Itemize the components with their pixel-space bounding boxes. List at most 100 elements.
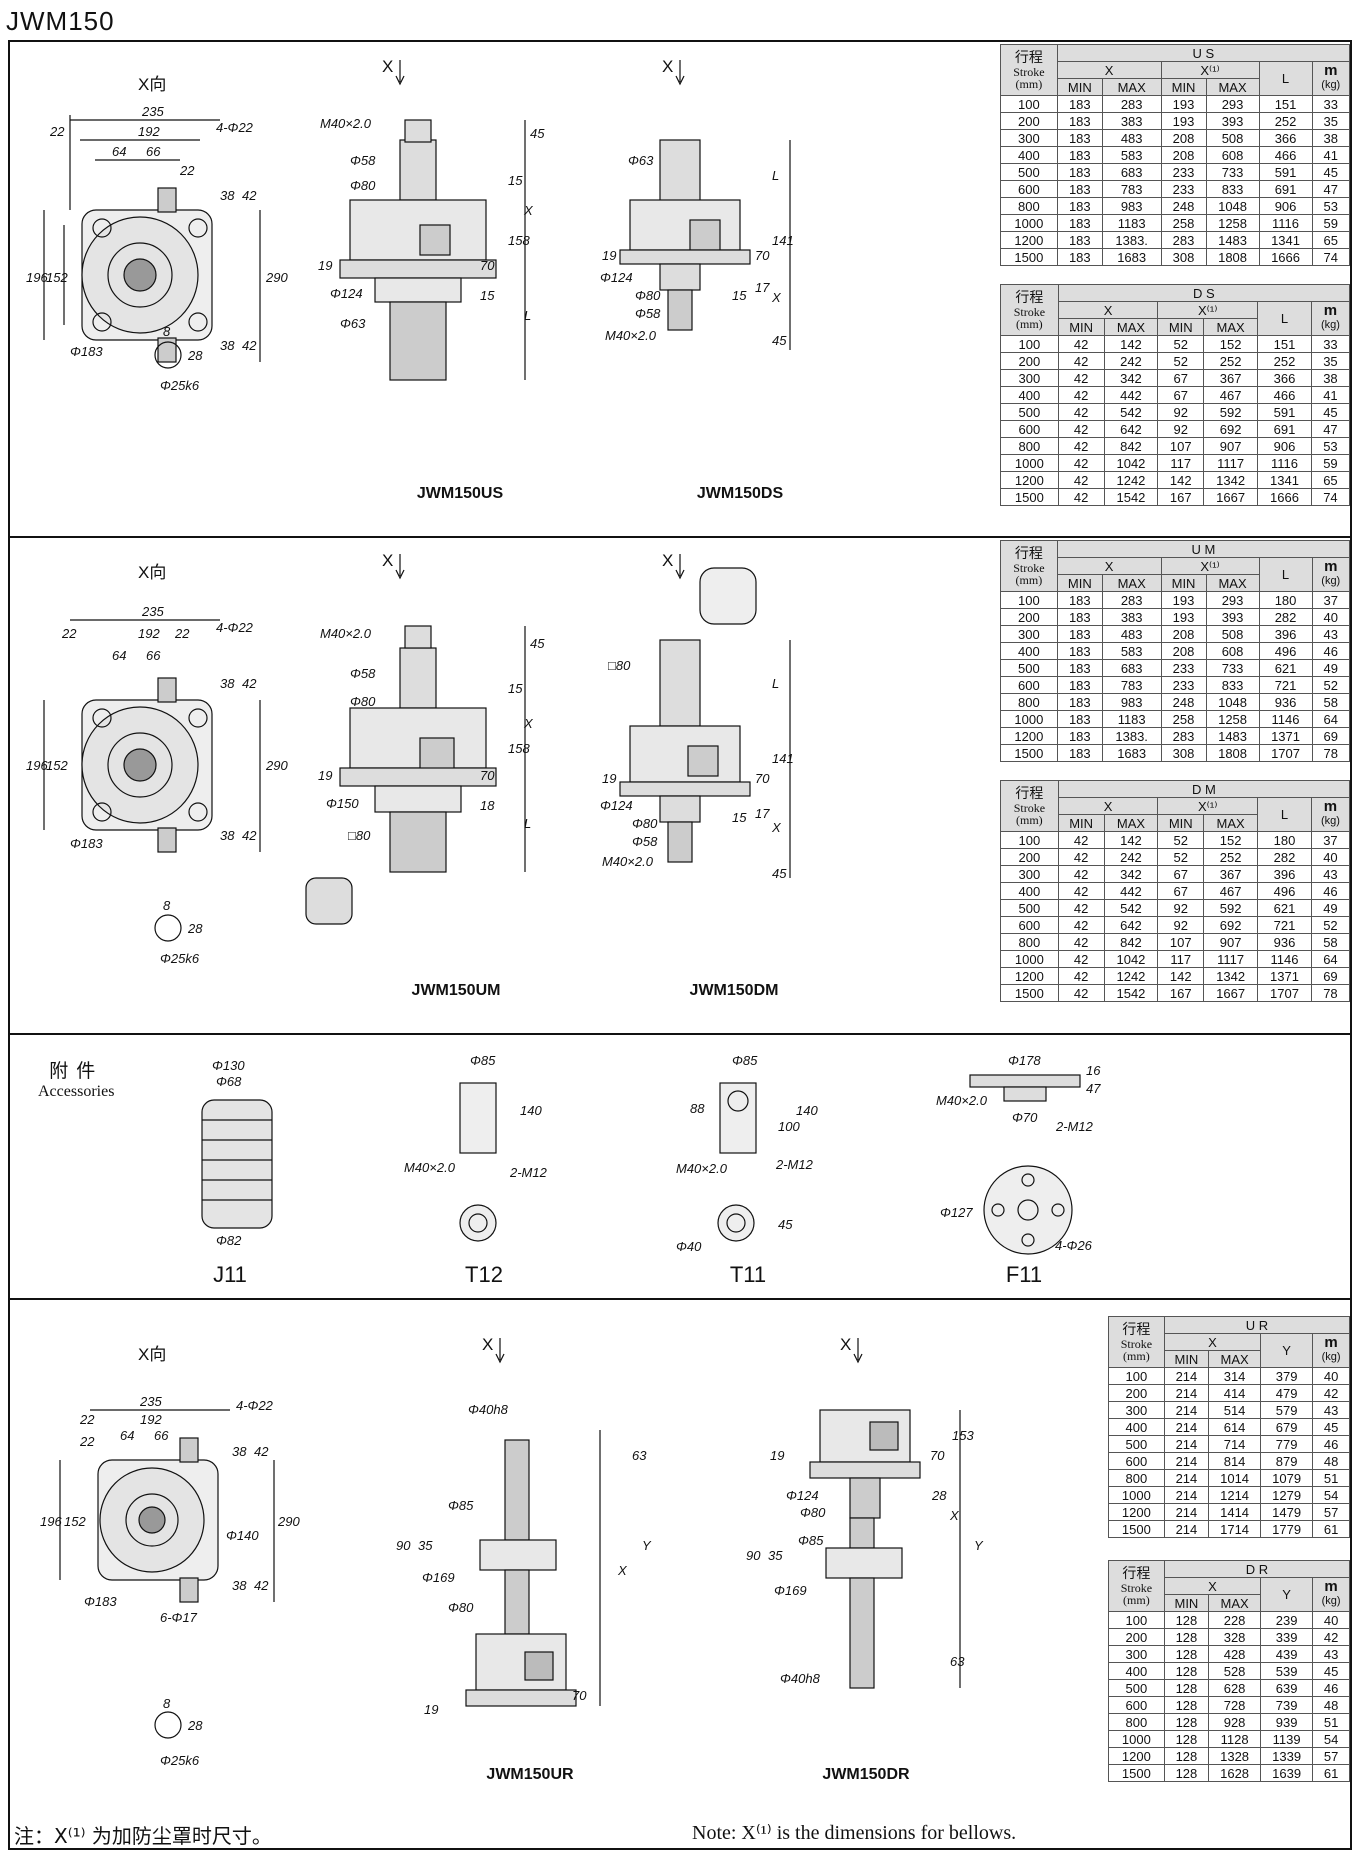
svg-text:141: 141 xyxy=(772,233,794,248)
svg-text:6-Φ17: 6-Φ17 xyxy=(160,1610,198,1625)
svg-text:Φ169: Φ169 xyxy=(422,1570,455,1585)
svg-text:42: 42 xyxy=(242,188,257,203)
caption-ur: JWM150UR xyxy=(486,1766,574,1783)
svg-text:152: 152 xyxy=(46,270,68,285)
svg-text:28: 28 xyxy=(187,348,203,363)
svg-text:70: 70 xyxy=(480,768,495,783)
svg-text:8: 8 xyxy=(163,898,171,913)
svg-text:42: 42 xyxy=(254,1444,269,1459)
svg-text:290: 290 xyxy=(265,758,288,773)
type-header: D R xyxy=(1163,1560,1351,1578)
svg-text:196: 196 xyxy=(26,758,48,773)
svg-text:Φ58: Φ58 xyxy=(350,666,376,681)
svg-text:70: 70 xyxy=(930,1448,945,1463)
svg-text:100: 100 xyxy=(778,1119,800,1134)
caption-us: JWM150US xyxy=(416,485,504,502)
svg-text:Φ130: Φ130 xyxy=(212,1058,245,1073)
caption-um: JWM150UM xyxy=(411,982,501,999)
svg-text:M40×2.0: M40×2.0 xyxy=(320,116,372,131)
svg-text:X: X xyxy=(662,60,673,76)
caption-f11: F11 xyxy=(1005,1262,1043,1287)
svg-text:47: 47 xyxy=(1086,1081,1101,1096)
svg-text:Φ80: Φ80 xyxy=(635,288,661,303)
svg-text:Φ80: Φ80 xyxy=(350,694,376,709)
svg-text:17: 17 xyxy=(755,280,770,295)
svg-text:290: 290 xyxy=(265,270,288,285)
svg-text:38: 38 xyxy=(232,1444,247,1459)
svg-text:X: X xyxy=(482,1335,493,1354)
svg-text:M40×2.0: M40×2.0 xyxy=(605,328,657,343)
svg-text:16: 16 xyxy=(1086,1063,1101,1078)
svg-text:42: 42 xyxy=(254,1578,269,1593)
svg-text:38: 38 xyxy=(232,1578,247,1593)
svg-text:Φ150: Φ150 xyxy=(326,796,359,811)
svg-text:Φ178: Φ178 xyxy=(1008,1053,1041,1068)
svg-text:L: L xyxy=(772,168,779,183)
svg-text:192: 192 xyxy=(138,626,160,641)
svg-text:19: 19 xyxy=(318,768,332,783)
svg-text:22: 22 xyxy=(79,1434,95,1449)
svg-text:22: 22 xyxy=(49,124,65,139)
note-english: Note: X⁽¹⁾ is the dimensions for bellows… xyxy=(692,1822,1017,1844)
svg-text:Φ58: Φ58 xyxy=(350,153,376,168)
svg-text:Φ25k6: Φ25k6 xyxy=(160,378,200,393)
svg-text:Φ124: Φ124 xyxy=(600,270,633,285)
drawing-ur-dr: X向 235 22 192 64 66 4-Φ22 38 42 196 152 … xyxy=(40,1335,984,1768)
svg-text:45: 45 xyxy=(772,333,787,348)
svg-text:Φ58: Φ58 xyxy=(632,834,658,849)
svg-text:22: 22 xyxy=(79,1412,95,1427)
svg-text:45: 45 xyxy=(530,636,545,651)
svg-text:Φ58: Φ58 xyxy=(635,306,661,321)
svg-text:19: 19 xyxy=(602,248,616,263)
note-chinese: 注：X⁽¹⁾ 为加防尘罩时尺寸。 xyxy=(14,1824,272,1848)
caption-ds: JWM150DS xyxy=(696,485,784,502)
svg-text:90: 90 xyxy=(746,1548,761,1563)
svg-text:Φ169: Φ169 xyxy=(774,1583,807,1598)
svg-text:Φ63: Φ63 xyxy=(340,316,366,331)
svg-text:M40×2.0: M40×2.0 xyxy=(320,626,372,641)
accessories-heading: 附件 Accessories xyxy=(38,1060,115,1100)
svg-text:□80: □80 xyxy=(348,828,371,843)
svg-text:X: X xyxy=(523,716,534,731)
svg-text:88: 88 xyxy=(690,1101,705,1116)
svg-text:L: L xyxy=(524,308,531,323)
svg-text:Φ183: Φ183 xyxy=(70,344,103,359)
svg-text:M40×2.0: M40×2.0 xyxy=(602,854,654,869)
type-header: U R xyxy=(1163,1316,1351,1334)
svg-text:2-M12: 2-M12 xyxy=(1055,1119,1094,1134)
